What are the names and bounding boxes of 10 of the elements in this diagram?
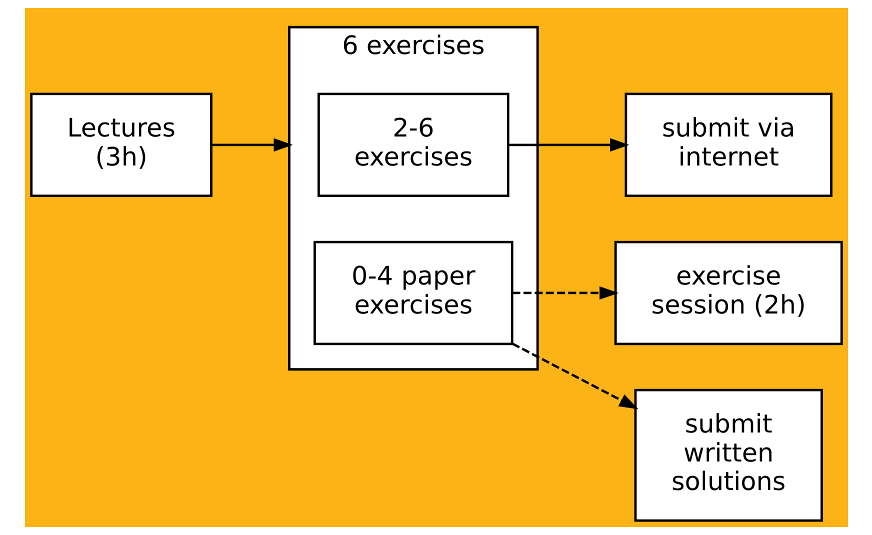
arrow: [512, 286, 618, 300]
arrow: [211, 138, 292, 152]
node-box: 2-6 exercises: [317, 92, 509, 198]
node-box: Lectures (3h): [30, 92, 212, 198]
arrow: [508, 138, 629, 152]
node-box: 0-4 paper exercises: [313, 240, 513, 346]
node-box: submit written solutions: [634, 388, 822, 522]
node-box: submit via internet: [624, 92, 832, 198]
node-box: exercise session (2h): [614, 240, 842, 346]
arrow: [511, 342, 638, 410]
